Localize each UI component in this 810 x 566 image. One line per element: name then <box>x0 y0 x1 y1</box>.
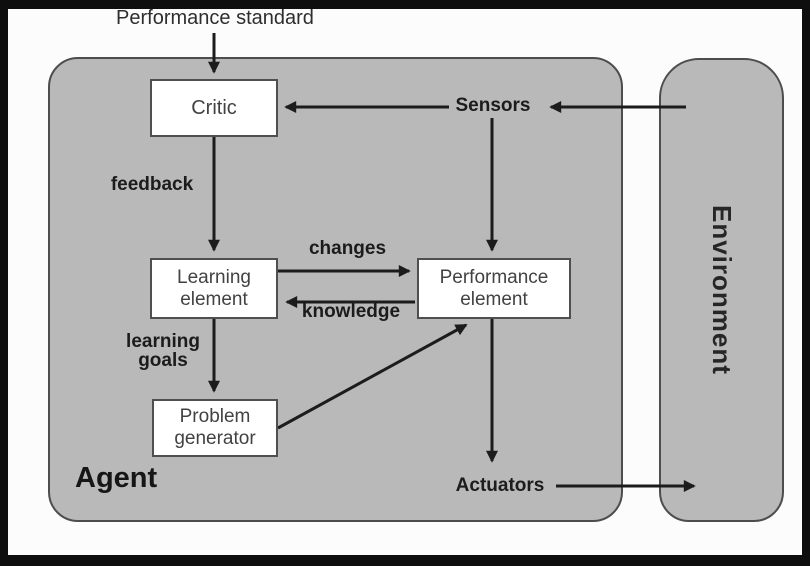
edge-label-learning-goals: learning goals <box>115 332 211 370</box>
node-problem-generator: Problem generator <box>152 399 278 457</box>
edge-label-changes: changes <box>308 238 387 259</box>
edge-label-knowledge: knowledge <box>301 301 401 322</box>
edge-label-learning-goals-line2: goals <box>138 350 188 371</box>
performance-standard-label: Performance standard <box>116 7 314 29</box>
node-problem-generator-label-line1: Problem <box>179 406 251 427</box>
node-performance-element: Performance element <box>417 258 571 319</box>
sensors-label: Sensors <box>455 95 531 116</box>
edge-label-learning-goals-line1: learning <box>126 331 200 352</box>
edge-label-feedback: feedback <box>110 174 194 195</box>
node-critic-label: Critic <box>191 97 237 119</box>
environment-panel <box>659 58 784 522</box>
node-problem-generator-label-line2: generator <box>174 428 256 449</box>
agent-label: Agent <box>75 462 158 494</box>
node-learning-element: Learning element <box>150 258 278 319</box>
node-learning-element-label-line2: element <box>180 288 248 310</box>
node-learning-element-label-line1: Learning <box>177 266 251 288</box>
node-critic: Critic <box>150 79 278 137</box>
node-performance-element-label-line2: element <box>460 288 528 310</box>
actuators-label: Actuators <box>455 475 545 496</box>
node-performance-element-label-line1: Performance <box>439 266 549 288</box>
